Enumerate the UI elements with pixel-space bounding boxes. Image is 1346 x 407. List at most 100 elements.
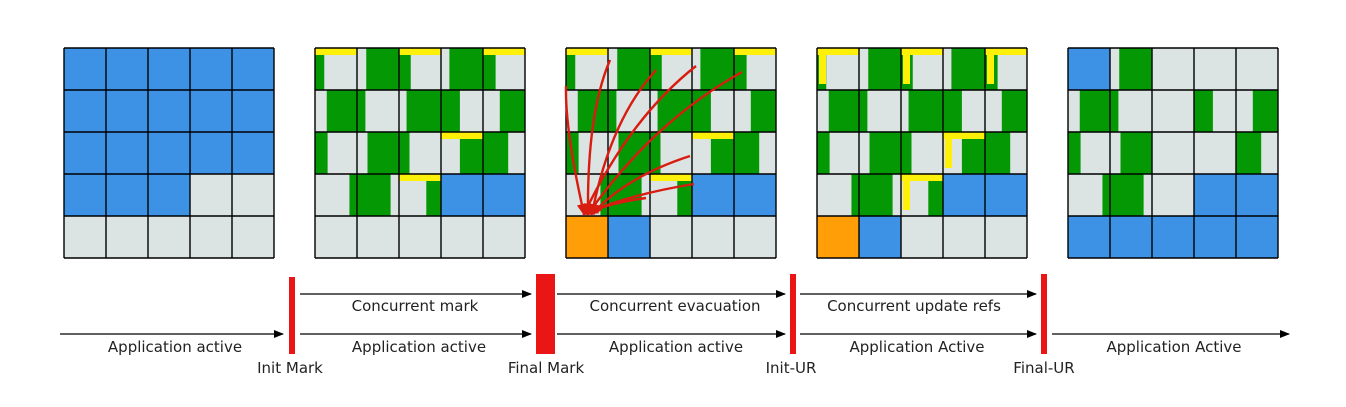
app-label-1: Application active	[352, 338, 486, 356]
evacuation-arrow	[582, 65, 697, 216]
region-live-part	[315, 48, 325, 90]
region-live-allocated	[148, 174, 190, 216]
region-live-allocated	[1194, 216, 1236, 258]
region-live-part	[366, 48, 399, 90]
region-live-part	[441, 90, 460, 132]
region-live-allocated	[441, 174, 483, 216]
region-live-part	[943, 90, 962, 132]
mark-bitmap-indicator	[650, 48, 692, 55]
region-live-allocated	[608, 216, 650, 258]
mark-bitmap-indicator	[985, 48, 1027, 55]
app-label-2: Application active	[609, 338, 743, 356]
region-live-allocated	[232, 90, 274, 132]
region-live-part	[828, 90, 859, 132]
region-live-part	[901, 132, 912, 174]
region-live-allocated	[106, 132, 148, 174]
region-free	[190, 174, 232, 216]
mark-bitmap-indicator	[692, 132, 734, 139]
mark-bitmap-indicator	[566, 48, 608, 55]
mark-bitmap-indicator	[399, 174, 441, 181]
evacuation-arrow	[586, 196, 647, 216]
region-live-allocated	[1068, 48, 1110, 90]
update-refs-indicator	[987, 54, 994, 84]
region-live-part	[326, 90, 357, 132]
region-live-part	[1102, 174, 1110, 216]
pause-bar-final-mark	[536, 274, 555, 354]
region-live-part	[908, 90, 943, 132]
app-label-3: Application Active	[850, 338, 985, 356]
region-free	[64, 216, 106, 258]
update-refs-indicator	[819, 54, 826, 84]
region-free	[1194, 48, 1236, 90]
region-live-allocated	[1236, 216, 1278, 258]
pause-label-init-mark: Init Mark	[257, 359, 323, 377]
heap-after-gc	[1067, 47, 1279, 259]
region-live-part	[1119, 48, 1152, 90]
mark-bitmap-indicator	[650, 174, 692, 181]
region-free	[943, 216, 985, 258]
region-live-part	[650, 48, 662, 90]
phase-label-2: Concurrent evacuation	[589, 297, 760, 315]
pause-label-final-ur: Final-UR	[1013, 359, 1074, 377]
mark-bitmap-indicator	[315, 48, 357, 55]
region-free	[1194, 132, 1236, 174]
region-live-part	[499, 90, 525, 132]
update-refs-indicator	[903, 54, 910, 84]
mark-bitmap-indicator	[399, 48, 441, 55]
region-live-part	[483, 132, 509, 174]
pause-label-final-mark: Final Mark	[508, 359, 585, 377]
region-live-part	[449, 48, 483, 90]
region-live-part	[859, 90, 868, 132]
region-live-part	[868, 48, 901, 90]
update-refs-indicator	[903, 180, 910, 210]
region-live-part	[1194, 90, 1213, 132]
pause-bar-init-mark	[289, 277, 295, 354]
evacuation-arrow	[582, 59, 612, 216]
region-live-allocated	[943, 174, 985, 216]
region-free	[190, 216, 232, 258]
region-live-part	[566, 48, 576, 90]
region-live-allocated	[148, 132, 190, 174]
region-to-space	[817, 216, 859, 258]
region-live-allocated	[64, 48, 106, 90]
region-live-allocated	[1236, 174, 1278, 216]
heap-before-gc	[63, 47, 275, 259]
region-live-allocated	[232, 48, 274, 90]
timeline: Application active Application active Ap…	[60, 274, 1290, 377]
region-live-allocated	[1152, 216, 1194, 258]
region-free	[1152, 132, 1194, 174]
region-live-part	[1079, 90, 1110, 132]
region-free	[106, 216, 148, 258]
region-live-allocated	[232, 132, 274, 174]
evacuation-arrows	[564, 59, 743, 216]
region-free	[650, 216, 692, 258]
region-live-allocated	[985, 174, 1027, 216]
region-free	[985, 216, 1027, 258]
region-live-part	[357, 174, 391, 216]
mark-bitmap-indicator	[441, 132, 483, 139]
region-live-allocated	[1194, 174, 1236, 216]
region-free	[357, 216, 399, 258]
region-live-part	[357, 90, 366, 132]
region-live-part	[1252, 90, 1278, 132]
update-refs-indicator	[945, 138, 952, 168]
region-free	[1152, 90, 1194, 132]
mark-bitmap-indicator	[901, 174, 943, 181]
region-live-allocated	[190, 132, 232, 174]
region-live-allocated	[64, 90, 106, 132]
region-live-part	[399, 132, 410, 174]
region-live-allocated	[1110, 216, 1152, 258]
region-free	[1152, 48, 1194, 90]
region-live-part	[951, 48, 985, 90]
mark-bitmap-indicator	[483, 48, 525, 55]
region-live-allocated	[148, 48, 190, 90]
region-live-allocated	[190, 90, 232, 132]
region-live-allocated	[190, 48, 232, 90]
app-label-0: Application active	[108, 338, 242, 356]
region-free	[483, 216, 525, 258]
region-live-part	[700, 48, 734, 90]
region-live-part	[1120, 132, 1152, 174]
region-free	[232, 174, 274, 216]
region-live-part	[710, 132, 734, 174]
